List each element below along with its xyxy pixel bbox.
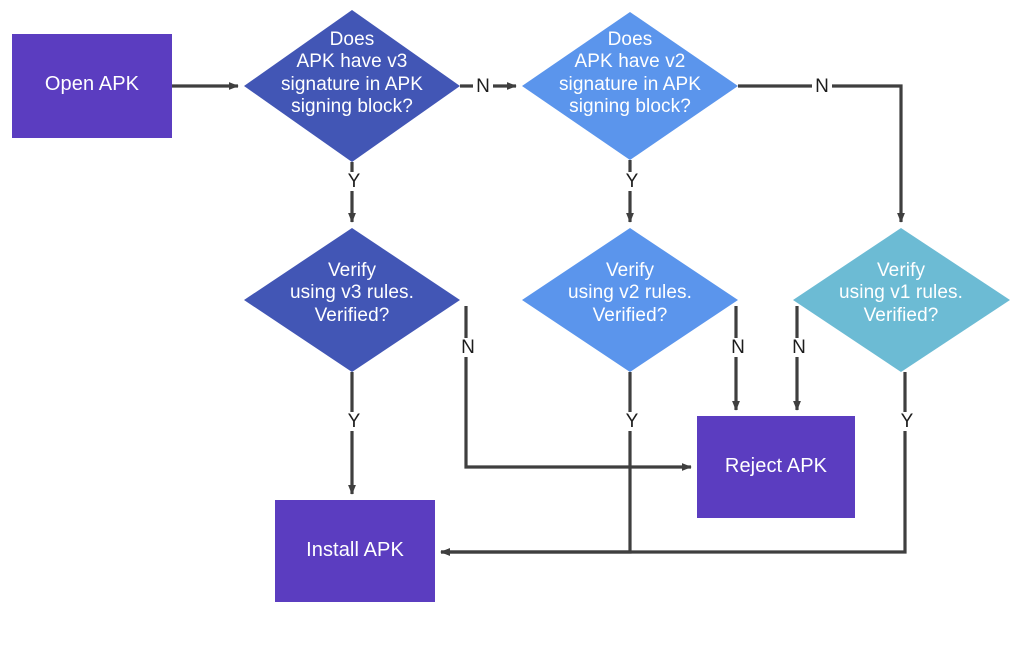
node-verify-v1 xyxy=(793,228,1010,372)
edge-verifyv3-no-to-reject xyxy=(464,306,692,471)
edge-verifyv2-yes-to-install xyxy=(440,372,632,556)
node-has-v2-signature xyxy=(522,12,738,160)
node-verify-v2 xyxy=(522,228,738,372)
node-has-v3-signature xyxy=(244,10,460,162)
edge-verifyv1-yes-to-install xyxy=(440,372,907,556)
edge-v2sig-no-to-verifyv1 xyxy=(738,84,905,223)
node-install-apk xyxy=(275,500,435,602)
node-reject-apk xyxy=(697,416,855,518)
node-verify-v3 xyxy=(244,228,460,372)
node-open-apk xyxy=(12,34,172,138)
